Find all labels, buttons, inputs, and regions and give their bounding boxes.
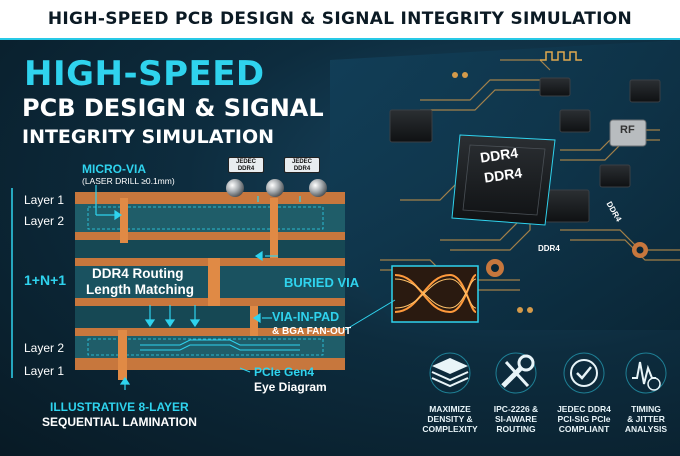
- check-badge-icon: [563, 352, 605, 394]
- layer-label-top-1: Layer 1: [24, 193, 65, 207]
- pcie-title: PCIe Gen4: [254, 365, 315, 379]
- headline-line-2: PCB DESIGN & SIGNAL: [22, 94, 324, 122]
- feature-icons: [429, 352, 667, 394]
- lamination-sub: SEQUENTIAL LAMINATION: [42, 415, 197, 429]
- layer-label-top-2: Layer 2: [24, 214, 65, 228]
- headline-line-3: INTEGRITY SIMULATION: [22, 126, 275, 148]
- layers-icon: [429, 352, 471, 394]
- routing-label-1: DDR4 Routing: [92, 266, 184, 281]
- pcie-sub: Eye Diagram: [254, 380, 327, 394]
- top-banner: HIGH-SPEED PCB DESIGN & SIGNAL INTEGRITY…: [0, 0, 680, 40]
- layer-label-bottom-2: Layer 2: [24, 341, 65, 355]
- waveform-clock-icon: [625, 352, 667, 394]
- pcb-artwork: [11, 40, 680, 394]
- layer-label-core: 1+N+1: [24, 272, 67, 288]
- board-right: [330, 40, 680, 330]
- routing-label-2: Length Matching: [86, 282, 194, 297]
- via-in-pad-label: VIA-IN-PAD: [272, 310, 340, 324]
- stackup-cross-section: [11, 179, 345, 390]
- eye-diagram: [344, 265, 479, 331]
- banner-title: HIGH-SPEED PCB DESIGN & SIGNAL INTEGRITY…: [47, 9, 633, 29]
- chip-rf-text: RF: [620, 124, 635, 136]
- layer-label-bottom-1: Layer 1: [24, 364, 65, 378]
- bga-fanout-label: & BGA FAN-OUT: [272, 326, 352, 337]
- lamination-title: ILLUSTRATIVE 8-LAYER: [50, 400, 189, 414]
- micro-via-sub: (LASER DRILL ≥0.1mm): [82, 176, 175, 186]
- buried-via-label: BURIED VIA: [284, 275, 360, 290]
- headline-line-1: HIGH-SPEED: [24, 54, 265, 94]
- silk-ddr4-1: DDR4: [538, 244, 560, 253]
- wrench-icon: [495, 352, 537, 394]
- micro-via-title: MICRO-VIA: [82, 162, 146, 176]
